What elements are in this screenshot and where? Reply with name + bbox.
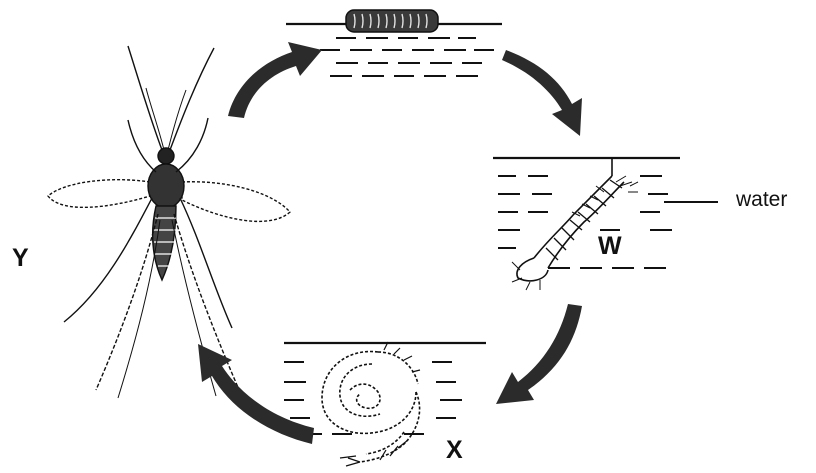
pupa-icon <box>322 342 420 466</box>
water-dash-lines <box>320 38 494 76</box>
egg-raft-stage <box>286 10 502 76</box>
larva-stage <box>493 158 718 290</box>
water-dash-lines <box>284 362 462 434</box>
larva-icon <box>512 158 638 290</box>
arrow-larva-to-pupa <box>496 304 582 404</box>
stage-label-y: Y <box>12 244 29 273</box>
arrow-egg-to-larva <box>502 50 582 136</box>
adult-mosquito-stage <box>48 46 290 398</box>
stage-label-w: W <box>598 232 622 261</box>
adult-mosquito-icon <box>48 46 290 398</box>
water-label: water <box>736 188 787 212</box>
egg-raft-icon <box>346 10 438 32</box>
arrow-adult-to-egg <box>228 42 322 118</box>
stage-label-x: X <box>446 436 463 465</box>
cycle-arrows <box>198 42 582 444</box>
